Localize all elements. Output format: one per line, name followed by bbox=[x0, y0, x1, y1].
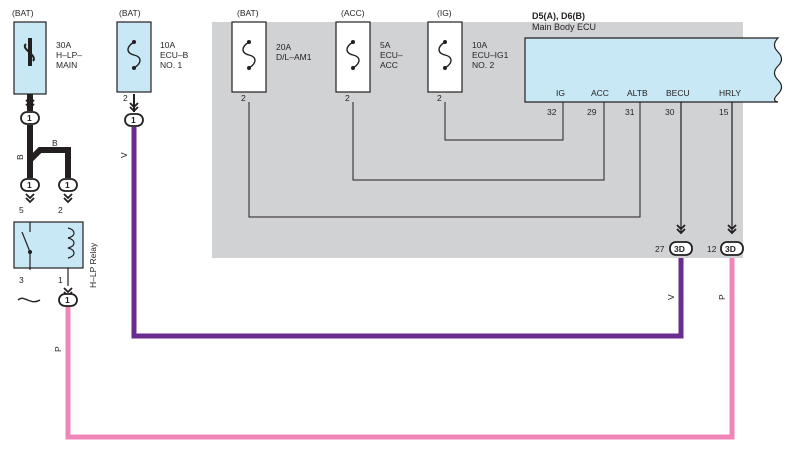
svg-text:1: 1 bbox=[65, 180, 70, 190]
wire-label-b-vertical: B bbox=[15, 154, 25, 160]
junction-connector-3d-27: 3D 27 bbox=[655, 241, 693, 256]
fuse-name-3a: D/L–AM1 bbox=[276, 52, 312, 62]
fuse-rating-4: 5A bbox=[380, 40, 391, 50]
junction-connector-5: 1 bbox=[58, 293, 78, 307]
ecu-connector-label: D5(A), D6(B) bbox=[532, 11, 585, 21]
pink-wire bbox=[65, 258, 735, 440]
ecu-terminal-acc: ACC bbox=[591, 88, 609, 98]
svg-text:12: 12 bbox=[707, 244, 717, 254]
fuse-pin-5: 2 bbox=[437, 93, 442, 103]
svg-text:1: 1 bbox=[27, 180, 32, 190]
fuse-pin-4: 2 bbox=[345, 93, 350, 103]
relay-pin-2: 2 bbox=[58, 205, 63, 215]
h-lp-relay: H–LP Relay 5 2 3 1 bbox=[13, 205, 98, 288]
internal-wires bbox=[248, 102, 641, 218]
source-label-2: (BAT) bbox=[119, 8, 141, 18]
ecu-pin-becu: 30 bbox=[665, 107, 675, 117]
fuse-ecu-acc: (ACC) 5A ECU– ACC 2 bbox=[335, 8, 403, 103]
junction-connector-3: 1 bbox=[20, 178, 40, 192]
ecu-pin-ig: 32 bbox=[547, 107, 557, 117]
junction-connector-1: 1 bbox=[20, 111, 40, 125]
source-label-1: (BAT) bbox=[12, 8, 34, 18]
svg-text:3D: 3D bbox=[674, 244, 685, 254]
wire-label-v-left: V bbox=[119, 152, 129, 158]
wire-label-p-left: P bbox=[53, 346, 63, 352]
fuse-rating-3: 20A bbox=[276, 42, 291, 52]
fuse-pin-3: 2 bbox=[241, 93, 246, 103]
fuse-name-4b: ACC bbox=[380, 60, 398, 70]
svg-text:27: 27 bbox=[655, 244, 665, 254]
fuse-name-2b: NO. 1 bbox=[160, 60, 182, 70]
fuse-name-2a: ECU–B bbox=[160, 50, 189, 60]
junction-connector-4: 1 bbox=[58, 178, 78, 192]
fuse-d-l-am1: (BAT) 20A D/L–AM1 2 bbox=[231, 8, 312, 103]
wire-label-b-horizontal: B bbox=[52, 138, 58, 148]
main-body-ecu: D5(A), D6(B) Main Body ECU IG ACC ALTB B… bbox=[524, 11, 783, 117]
svg-text:1: 1 bbox=[65, 295, 70, 305]
source-label-3: (BAT) bbox=[237, 8, 259, 18]
ecu-pin-hrly: 15 bbox=[719, 107, 729, 117]
svg-text:1: 1 bbox=[27, 113, 32, 123]
fuse-name-1b: MAIN bbox=[56, 60, 77, 70]
wire-label-v-right: V bbox=[666, 294, 676, 300]
ecu-pin-altb: 31 bbox=[625, 107, 635, 117]
fuse-rating-2: 10A bbox=[160, 40, 175, 50]
fuse-name-5b: NO. 2 bbox=[472, 60, 494, 70]
relay-pin-5: 5 bbox=[19, 205, 24, 215]
fuse-ecu-b-no1: (BAT) 10A ECU–B NO. 1 2 bbox=[116, 8, 189, 103]
ecu-pin-acc: 29 bbox=[587, 107, 597, 117]
svg-text:3D: 3D bbox=[725, 244, 736, 254]
ground-break-symbol bbox=[17, 297, 41, 303]
junction-connector-3d-12: 3D 12 bbox=[707, 241, 744, 256]
fuse-rating-5: 10A bbox=[472, 40, 487, 50]
junction-connector-2: 1 bbox=[124, 113, 144, 127]
fuse-name-5a: ECU–IG1 bbox=[472, 50, 509, 60]
relay-name: H–LP Relay bbox=[88, 242, 98, 288]
ecu-name-label: Main Body ECU bbox=[532, 22, 596, 32]
relay-pin-3: 3 bbox=[19, 275, 24, 285]
fuse-rating-1: 30A bbox=[56, 40, 71, 50]
source-label-5: (IG) bbox=[437, 8, 452, 18]
relay-pin-1: 1 bbox=[58, 275, 63, 285]
source-label-4: (ACC) bbox=[341, 8, 365, 18]
ecu-terminal-becu: BECU bbox=[666, 88, 690, 98]
violet-wire bbox=[131, 127, 684, 339]
ecu-terminal-altb: ALTB bbox=[627, 88, 648, 98]
ecu-terminal-hrly: HRLY bbox=[719, 88, 741, 98]
black-wires bbox=[27, 94, 71, 178]
fuse-ecu-ig1-no2: (IG) 10A ECU–IG1 NO. 2 2 bbox=[427, 8, 509, 103]
wire-label-p-right: P bbox=[717, 294, 727, 300]
ecu-terminal-ig: IG bbox=[556, 88, 565, 98]
svg-text:1: 1 bbox=[131, 115, 136, 125]
fuse-name-4a: ECU– bbox=[380, 50, 403, 60]
fuse-pin-2: 2 bbox=[123, 93, 128, 103]
fuse-name-1a: H–LP– bbox=[56, 50, 82, 60]
fuse-h-lp-main: (BAT) 30A H–LP– MAIN bbox=[12, 8, 82, 95]
